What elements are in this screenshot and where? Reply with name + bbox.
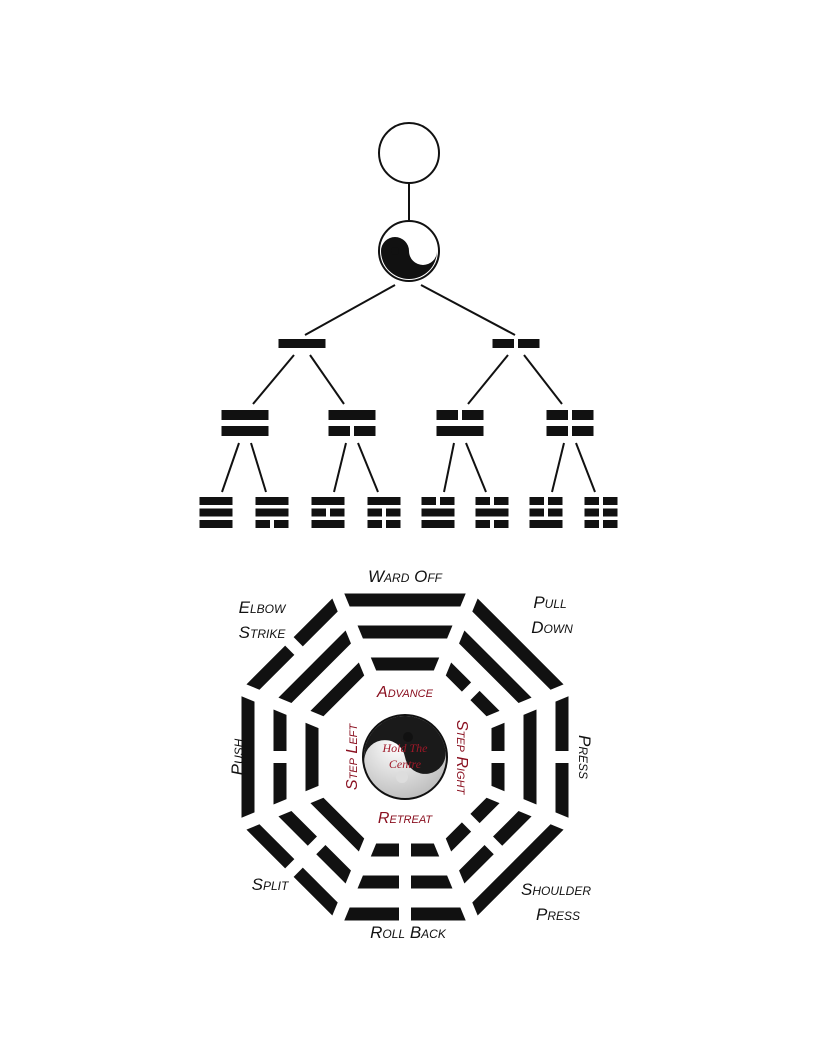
connector-line [250,442,267,493]
shoulder-press-label-line2: Press [536,905,580,924]
trigram [584,497,618,528]
trigram [421,497,455,528]
digram [328,410,376,436]
connector-line [357,442,379,493]
ward-off-label: Ward Off [368,567,443,586]
roll-back-label: Roll Back [370,923,447,942]
wuji-circle-icon [378,122,440,184]
retreat-label: Retreat [378,810,433,827]
trigram-generation-tree [199,122,618,528]
press-label: Press [575,735,594,779]
trigram [199,497,233,528]
shoulder-press-label-line1: Shoulder [521,880,591,899]
bagua-trigram-nw [246,598,365,717]
connector-line [551,442,565,493]
center-yin-yang-icon [362,714,448,800]
trigram [311,497,345,528]
step-left-label: Step Left [344,723,361,790]
elbow-strike-label-line2: Strike [239,623,287,642]
connector-line [465,442,487,493]
bagua-trigram-s [344,843,466,921]
push-label: Push [228,738,247,775]
connector-line [304,284,396,336]
monogram-yin [492,339,540,348]
bagua-trigram-w [241,696,319,818]
elbow-strike-label-line1: Elbow [239,598,287,617]
pull-down-label-line1: Pull [533,593,566,612]
connector-line [523,354,563,405]
digram [436,410,484,436]
bagua-trigram-e [491,696,569,818]
connector-line [575,442,596,493]
monogram-yang [278,339,326,348]
trigram [475,497,509,528]
connector-line [467,354,509,405]
digram [221,410,269,436]
connector-line [221,442,240,493]
step-right-label: Step Right [453,720,470,796]
trigram [529,497,563,528]
bagua-trigram-n [344,593,466,671]
connector-line [252,354,295,405]
trigram [255,497,289,528]
advance-label: Advance [376,684,434,701]
bagua-trigram-sw [246,797,365,916]
bagua-octagon: Hold The Centre Advance Retreat Step Lef… [228,567,594,942]
centre-label-line2: Centre [389,757,422,771]
split-label: Split [252,875,290,894]
yin-yang-icon [378,220,440,282]
centre-label-line1: Hold The [382,741,429,755]
pull-down-label-line2: Down [531,618,573,637]
connector-line [443,442,455,493]
connector-line [309,354,345,405]
trigram [367,497,401,528]
connector-line [420,284,516,336]
connector-line [333,442,347,493]
bagua-trigram-ne [445,598,564,717]
bagua-trigram-se [445,797,564,916]
digram [546,410,594,436]
